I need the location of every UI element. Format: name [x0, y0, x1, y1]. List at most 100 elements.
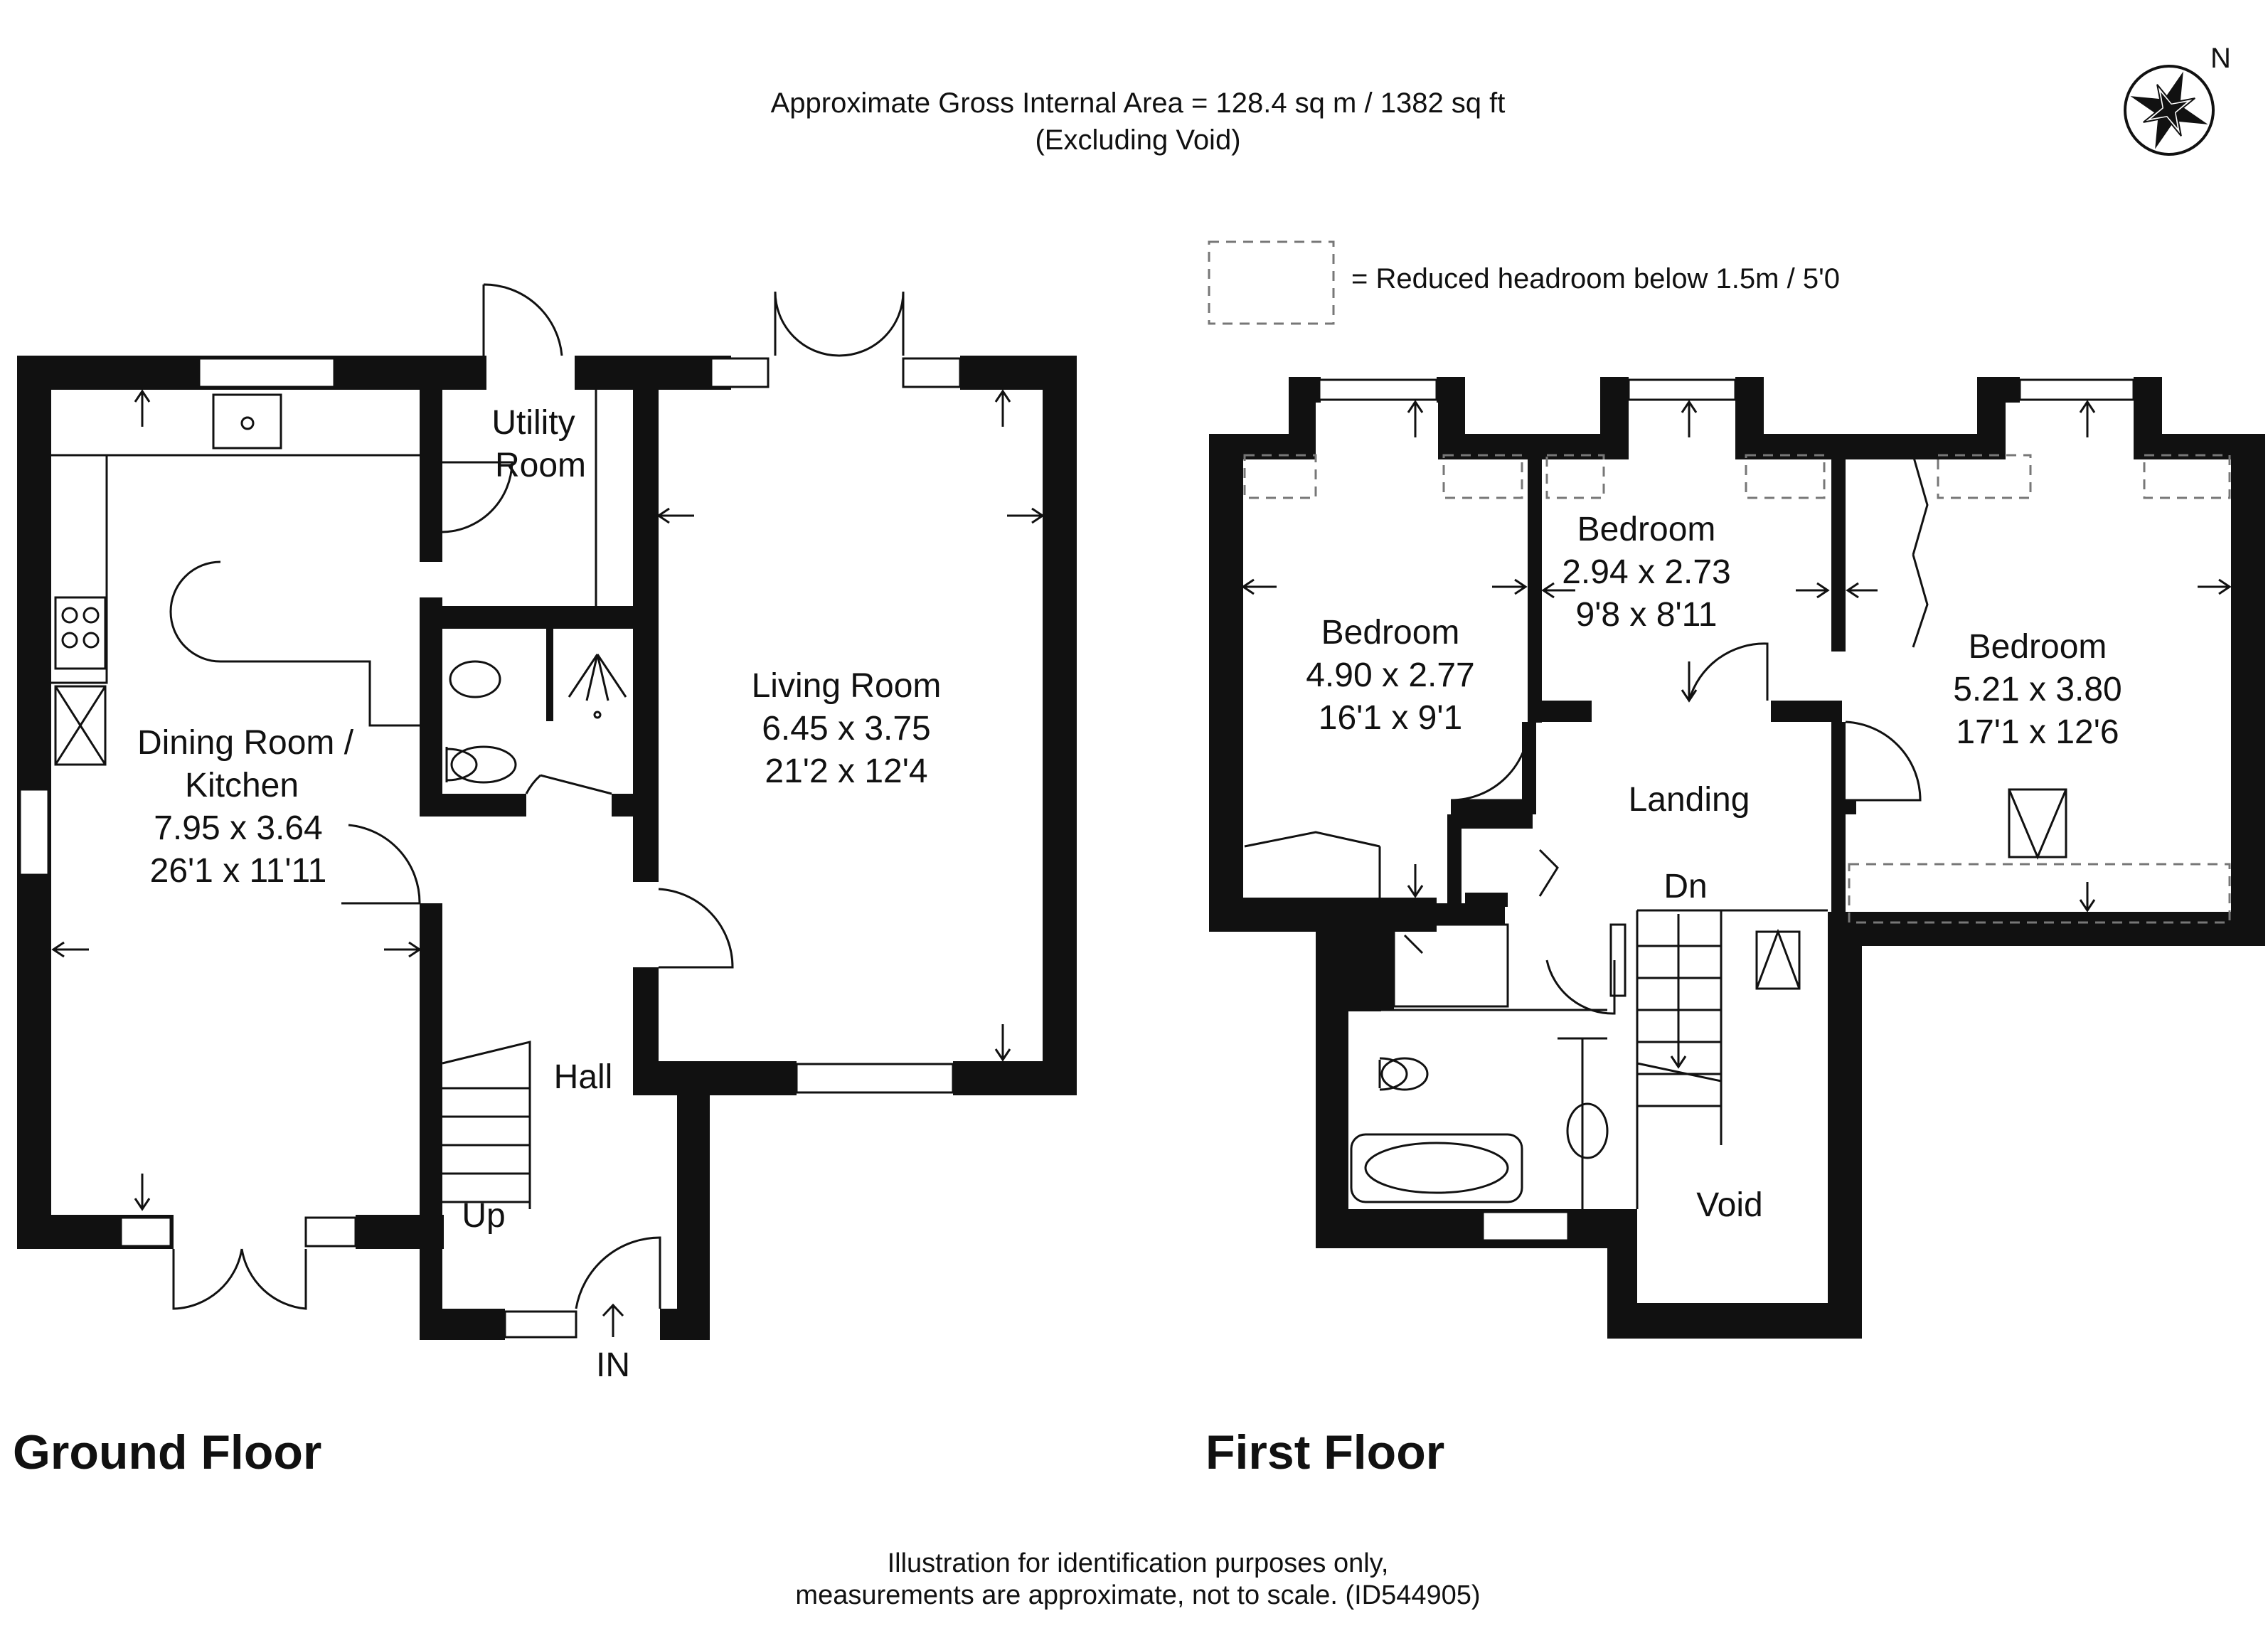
- ground-floor-title: Ground Floor: [13, 1425, 321, 1479]
- wall: [1977, 377, 2020, 403]
- toilet-icon: [1378, 1057, 1408, 1091]
- reduced-headroom-area: [1848, 863, 2231, 924]
- dining-room-imperial: 26'1 x 11'11: [150, 852, 327, 890]
- utility-back-door: [482, 283, 563, 356]
- wall: [1842, 800, 1856, 814]
- basin-icon: [449, 660, 501, 698]
- window: [504, 1310, 577, 1339]
- window: [795, 1063, 954, 1094]
- wall: [1316, 898, 1348, 1248]
- wall: [1289, 377, 1321, 403]
- compass-north-label: N: [2210, 43, 2231, 74]
- utility-room-label-1: Utility: [491, 404, 575, 442]
- bedroom-middle-door: [1688, 642, 1769, 701]
- disclaimer-line-1: Illustration for identification purposes…: [888, 1548, 1389, 1578]
- dining-room-metric: 7.95 x 3.64: [154, 809, 323, 847]
- window: [119, 1216, 172, 1248]
- window: [18, 788, 50, 876]
- window: [2018, 378, 2135, 401]
- area-note: (Excluding Void): [1035, 124, 1240, 156]
- reduced-headroom-area: [1442, 454, 1523, 499]
- reduced-headroom-area: [2143, 454, 2231, 499]
- wall: [953, 1061, 1077, 1095]
- living-room-label: Living Room: [752, 667, 942, 705]
- dining-door: [341, 824, 421, 905]
- landing-label: Landing: [1629, 781, 1750, 819]
- wall: [1842, 912, 2265, 946]
- bedroom-left-door: [1450, 721, 1530, 802]
- wall: [1828, 912, 1862, 1339]
- bathroom-door: [1545, 959, 1616, 1015]
- cupboard-door: [1538, 849, 1559, 897]
- shower-tray-icon: [1393, 923, 1509, 1008]
- patio-door-right: [240, 1248, 307, 1310]
- wall: [420, 356, 484, 390]
- wall: [1831, 459, 1846, 652]
- entrance-label: IN: [596, 1346, 630, 1384]
- wall: [420, 597, 442, 811]
- window: [902, 357, 962, 388]
- wall: [420, 606, 654, 629]
- wall: [546, 629, 553, 721]
- stairs-up-label: Up: [462, 1197, 505, 1235]
- wall: [1528, 701, 1592, 722]
- legend-text: = Reduced headroom below 1.5m / 5'0: [1351, 263, 1840, 294]
- wall: [1348, 903, 1505, 925]
- skylight-icon: [2008, 788, 2067, 860]
- bedroom-middle-label: Bedroom: [1577, 511, 1716, 548]
- entrance-arrow-icon: [602, 1303, 624, 1337]
- window: [1627, 378, 1737, 401]
- hall-label: Hall: [554, 1058, 613, 1096]
- window: [710, 357, 770, 388]
- compass-icon: [2124, 65, 2215, 156]
- first-floor-plan: Bedroom 4.90 x 2.77 16'1 x 9'1 Bedroom 2…: [1205, 377, 2265, 1479]
- wall: [1316, 1209, 1637, 1248]
- shower-icon: [568, 654, 627, 701]
- wall: [1831, 800, 1846, 946]
- wc-toilet-icon: [450, 745, 517, 784]
- skylight-icon: [1755, 928, 1801, 990]
- wall: [1381, 925, 1394, 1010]
- bedroom-middle-metric: 2.94 x 2.73: [1562, 553, 1731, 591]
- wall: [1043, 356, 1077, 1095]
- bedroom-right-label: Bedroom: [1969, 628, 2107, 666]
- window: [1609, 923, 1627, 997]
- wall: [1447, 814, 1533, 829]
- disclaimer-line-2: measurements are approximate, not to sca…: [795, 1580, 1480, 1610]
- wall: [1447, 814, 1462, 907]
- stairs-up: [442, 1041, 531, 1209]
- wardrobe-doors: [1912, 454, 1929, 648]
- living-room-metric: 6.45 x 3.75: [762, 710, 931, 748]
- living-door: [658, 888, 734, 969]
- wardrobe-doors: [1244, 831, 1381, 898]
- reduced-headroom-area: [1545, 454, 1605, 499]
- dining-room-label-2: Kitchen: [185, 767, 299, 804]
- first-floor-title: First Floor: [1205, 1425, 1444, 1479]
- wall: [2231, 434, 2265, 946]
- bedroom-right-metric: 5.21 x 3.80: [1953, 671, 2122, 708]
- wall: [677, 1088, 710, 1340]
- bedroom-right-door: [1845, 720, 1922, 802]
- wall: [420, 903, 442, 1337]
- window: [1318, 378, 1438, 401]
- window: [1481, 1211, 1570, 1242]
- wall: [1607, 1303, 1862, 1339]
- living-room-imperial: 21'2 x 12'4: [765, 752, 927, 790]
- sink-icon: [212, 393, 282, 450]
- void-label: Void: [1696, 1186, 1762, 1224]
- bedroom-left-metric: 4.90 x 2.77: [1306, 656, 1475, 694]
- wall: [420, 794, 526, 817]
- wall: [1528, 459, 1542, 723]
- wall: [1600, 377, 1629, 403]
- bedroom-left-imperial: 16'1 x 9'1: [1319, 699, 1462, 737]
- living-french-doors: [774, 291, 905, 357]
- front-door: [575, 1236, 661, 1309]
- wall: [1451, 800, 1536, 814]
- wall: [1771, 701, 1842, 722]
- dining-room-label-1: Dining Room /: [137, 724, 354, 762]
- bedroom-middle-imperial: 9'8 x 8'11: [1576, 596, 1718, 634]
- bath-icon: [1350, 1133, 1523, 1203]
- ground-floor-plan: Utility Room Dining Room / Kitchen 7.95 …: [13, 283, 1077, 1479]
- wall: [612, 794, 654, 817]
